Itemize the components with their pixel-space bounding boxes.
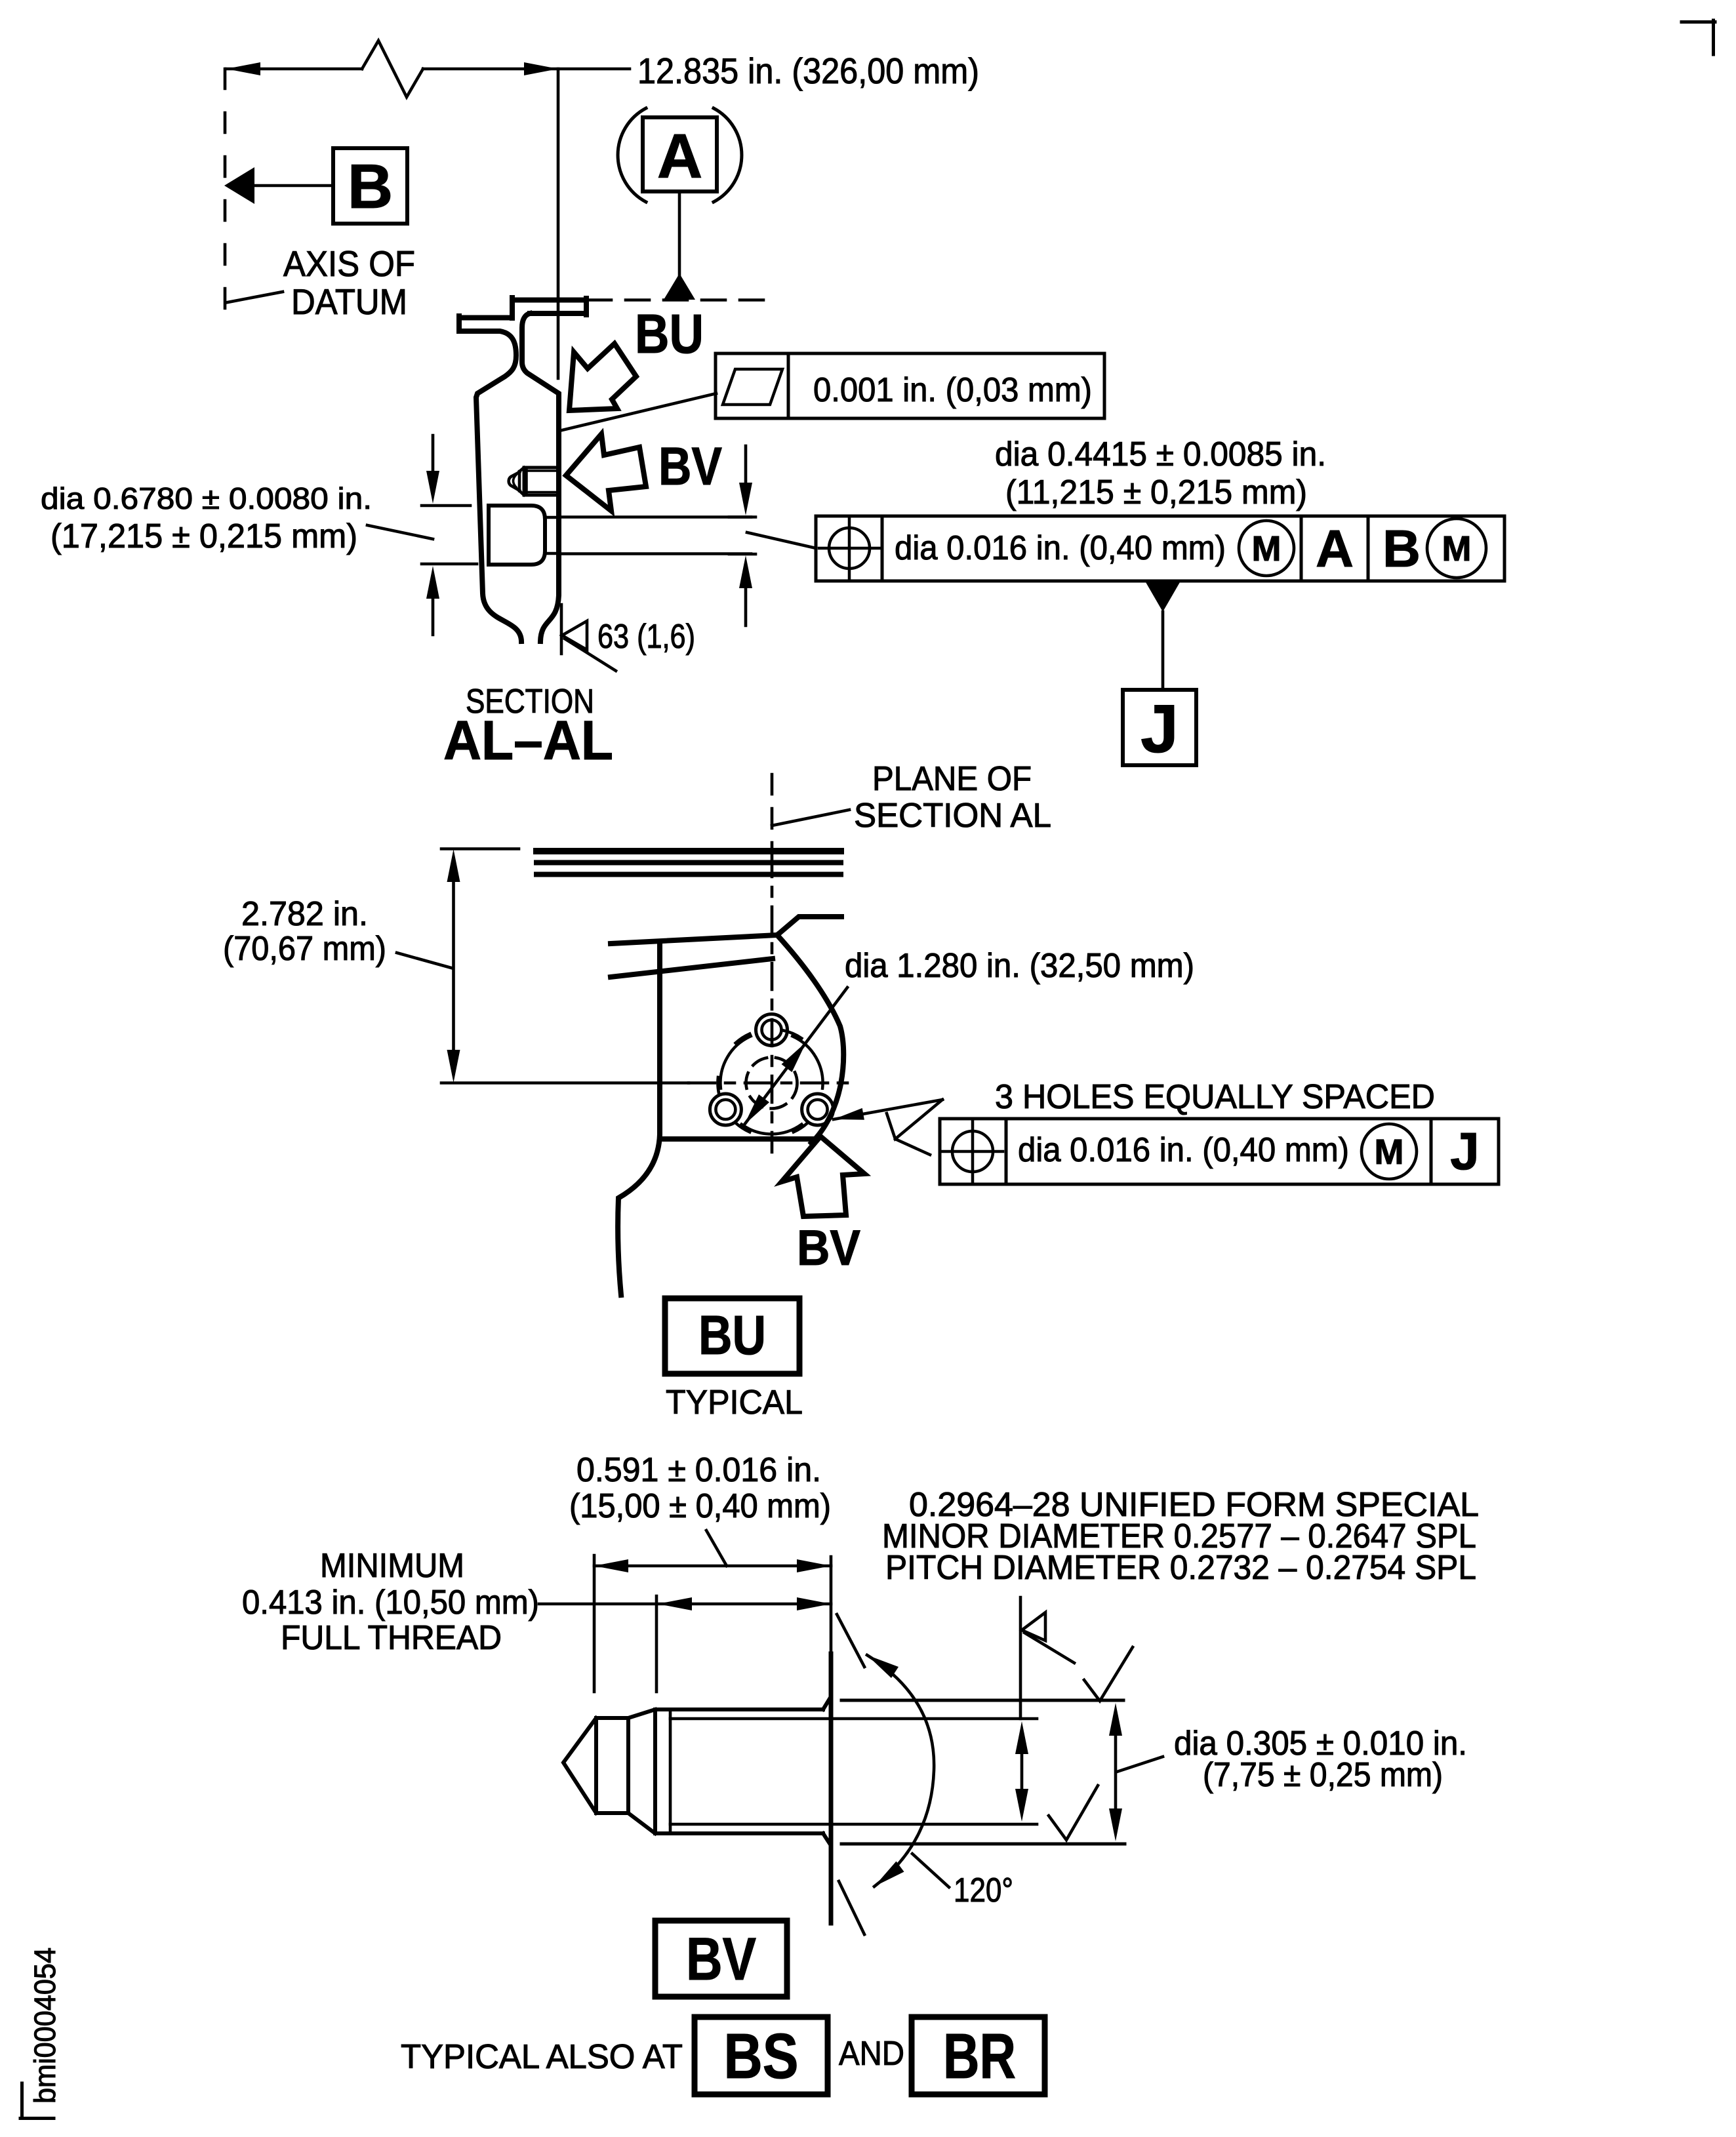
svg-text:dia 1.280 in. (32,50 mm): dia 1.280 in. (32,50 mm) — [845, 947, 1194, 985]
svg-text:BV: BV — [658, 437, 722, 496]
svg-text:BV: BV — [686, 1926, 756, 1993]
svg-text:M: M — [1252, 529, 1282, 569]
svg-text:BU: BU — [698, 1304, 766, 1366]
svg-text:B: B — [1383, 519, 1421, 578]
svg-text:0.2964–28 UNIFIED FORM SPECIAL: 0.2964–28 UNIFIED FORM SPECIAL — [909, 1486, 1479, 1524]
svg-text:MINOR DIAMETER 0.2577 – 0.2647: MINOR DIAMETER 0.2577 – 0.2647 SPL — [882, 1517, 1476, 1555]
svg-text:AL–AL: AL–AL — [443, 709, 613, 771]
svg-text:A: A — [657, 121, 702, 191]
svg-text:2.782 in.: 2.782 in. — [241, 895, 368, 933]
svg-text:AXIS OF: AXIS OF — [283, 243, 415, 284]
svg-text:0.001 in. (0,03 mm): 0.001 in. (0,03 mm) — [813, 371, 1092, 409]
svg-text:M: M — [1375, 1132, 1404, 1172]
svg-text:TYPICAL: TYPICAL — [666, 1384, 803, 1422]
svg-text:M: M — [1442, 529, 1472, 569]
svg-text:dia 0.4415 ± 0.0085 in.: dia 0.4415 ± 0.0085 in. — [995, 435, 1326, 473]
svg-text:0.413 in. (10,50 mm): 0.413 in. (10,50 mm) — [242, 1584, 539, 1622]
svg-text:dia 0.305 ± 0.010 in.: dia 0.305 ± 0.010 in. — [1174, 1725, 1467, 1763]
svg-text:PLANE OF: PLANE OF — [872, 760, 1032, 798]
svg-text:120°: 120° — [954, 1871, 1013, 1909]
svg-text:BV: BV — [797, 1220, 860, 1276]
svg-text:(11,215 ± 0,215 mm): (11,215 ± 0,215 mm) — [1005, 473, 1307, 511]
svg-text:FULL THREAD: FULL THREAD — [281, 1619, 502, 1657]
svg-text:(7,75 ± 0,25 mm): (7,75 ± 0,25 mm) — [1203, 1756, 1443, 1794]
svg-text:3 HOLES EQUALLY SPACED: 3 HOLES EQUALLY SPACED — [995, 1078, 1435, 1116]
svg-text:(17,215 ± 0,215 mm): (17,215 ± 0,215 mm) — [50, 517, 357, 555]
svg-text:dia 0.6780 ± 0.0080 in.: dia 0.6780 ± 0.0080 in. — [41, 481, 372, 515]
svg-text:63 (1,6): 63 (1,6) — [597, 618, 695, 656]
svg-text:dia 0.016 in. (0,40 mm): dia 0.016 in. (0,40 mm) — [1018, 1131, 1349, 1169]
svg-text:(70,67 mm): (70,67 mm) — [223, 930, 386, 968]
svg-text:SECTION: SECTION — [466, 683, 594, 721]
svg-text:A: A — [1316, 519, 1354, 578]
svg-text:12.835 in. (326,00 mm): 12.835 in. (326,00 mm) — [637, 50, 979, 91]
svg-text:0.591 ± 0.016 in.: 0.591 ± 0.016 in. — [576, 1451, 821, 1489]
svg-text:MINIMUM: MINIMUM — [320, 1547, 464, 1585]
svg-text:BS: BS — [724, 2020, 799, 2092]
svg-text:dia 0.016 in. (0,40 mm): dia 0.016 in. (0,40 mm) — [895, 529, 1226, 567]
svg-text:PITCH DIAMETER 0.2732 – 0.2754: PITCH DIAMETER 0.2732 – 0.2754 SPL — [885, 1549, 1476, 1587]
svg-text:AND: AND — [839, 2035, 904, 2073]
svg-text:(15,00 ± 0,40 mm): (15,00 ± 0,40 mm) — [569, 1487, 831, 1525]
svg-text:DATUM: DATUM — [291, 281, 407, 322]
svg-text:B: B — [348, 151, 393, 222]
svg-text:bmi0004054: bmi0004054 — [28, 1947, 62, 2104]
svg-text:SECTION AL: SECTION AL — [854, 797, 1051, 835]
svg-text:BR: BR — [943, 2020, 1016, 2092]
svg-text:J: J — [1450, 1122, 1480, 1180]
svg-text:J: J — [1141, 691, 1179, 767]
svg-text:TYPICAL ALSO AT: TYPICAL ALSO AT — [401, 2038, 683, 2076]
svg-text:BU: BU — [635, 303, 704, 365]
